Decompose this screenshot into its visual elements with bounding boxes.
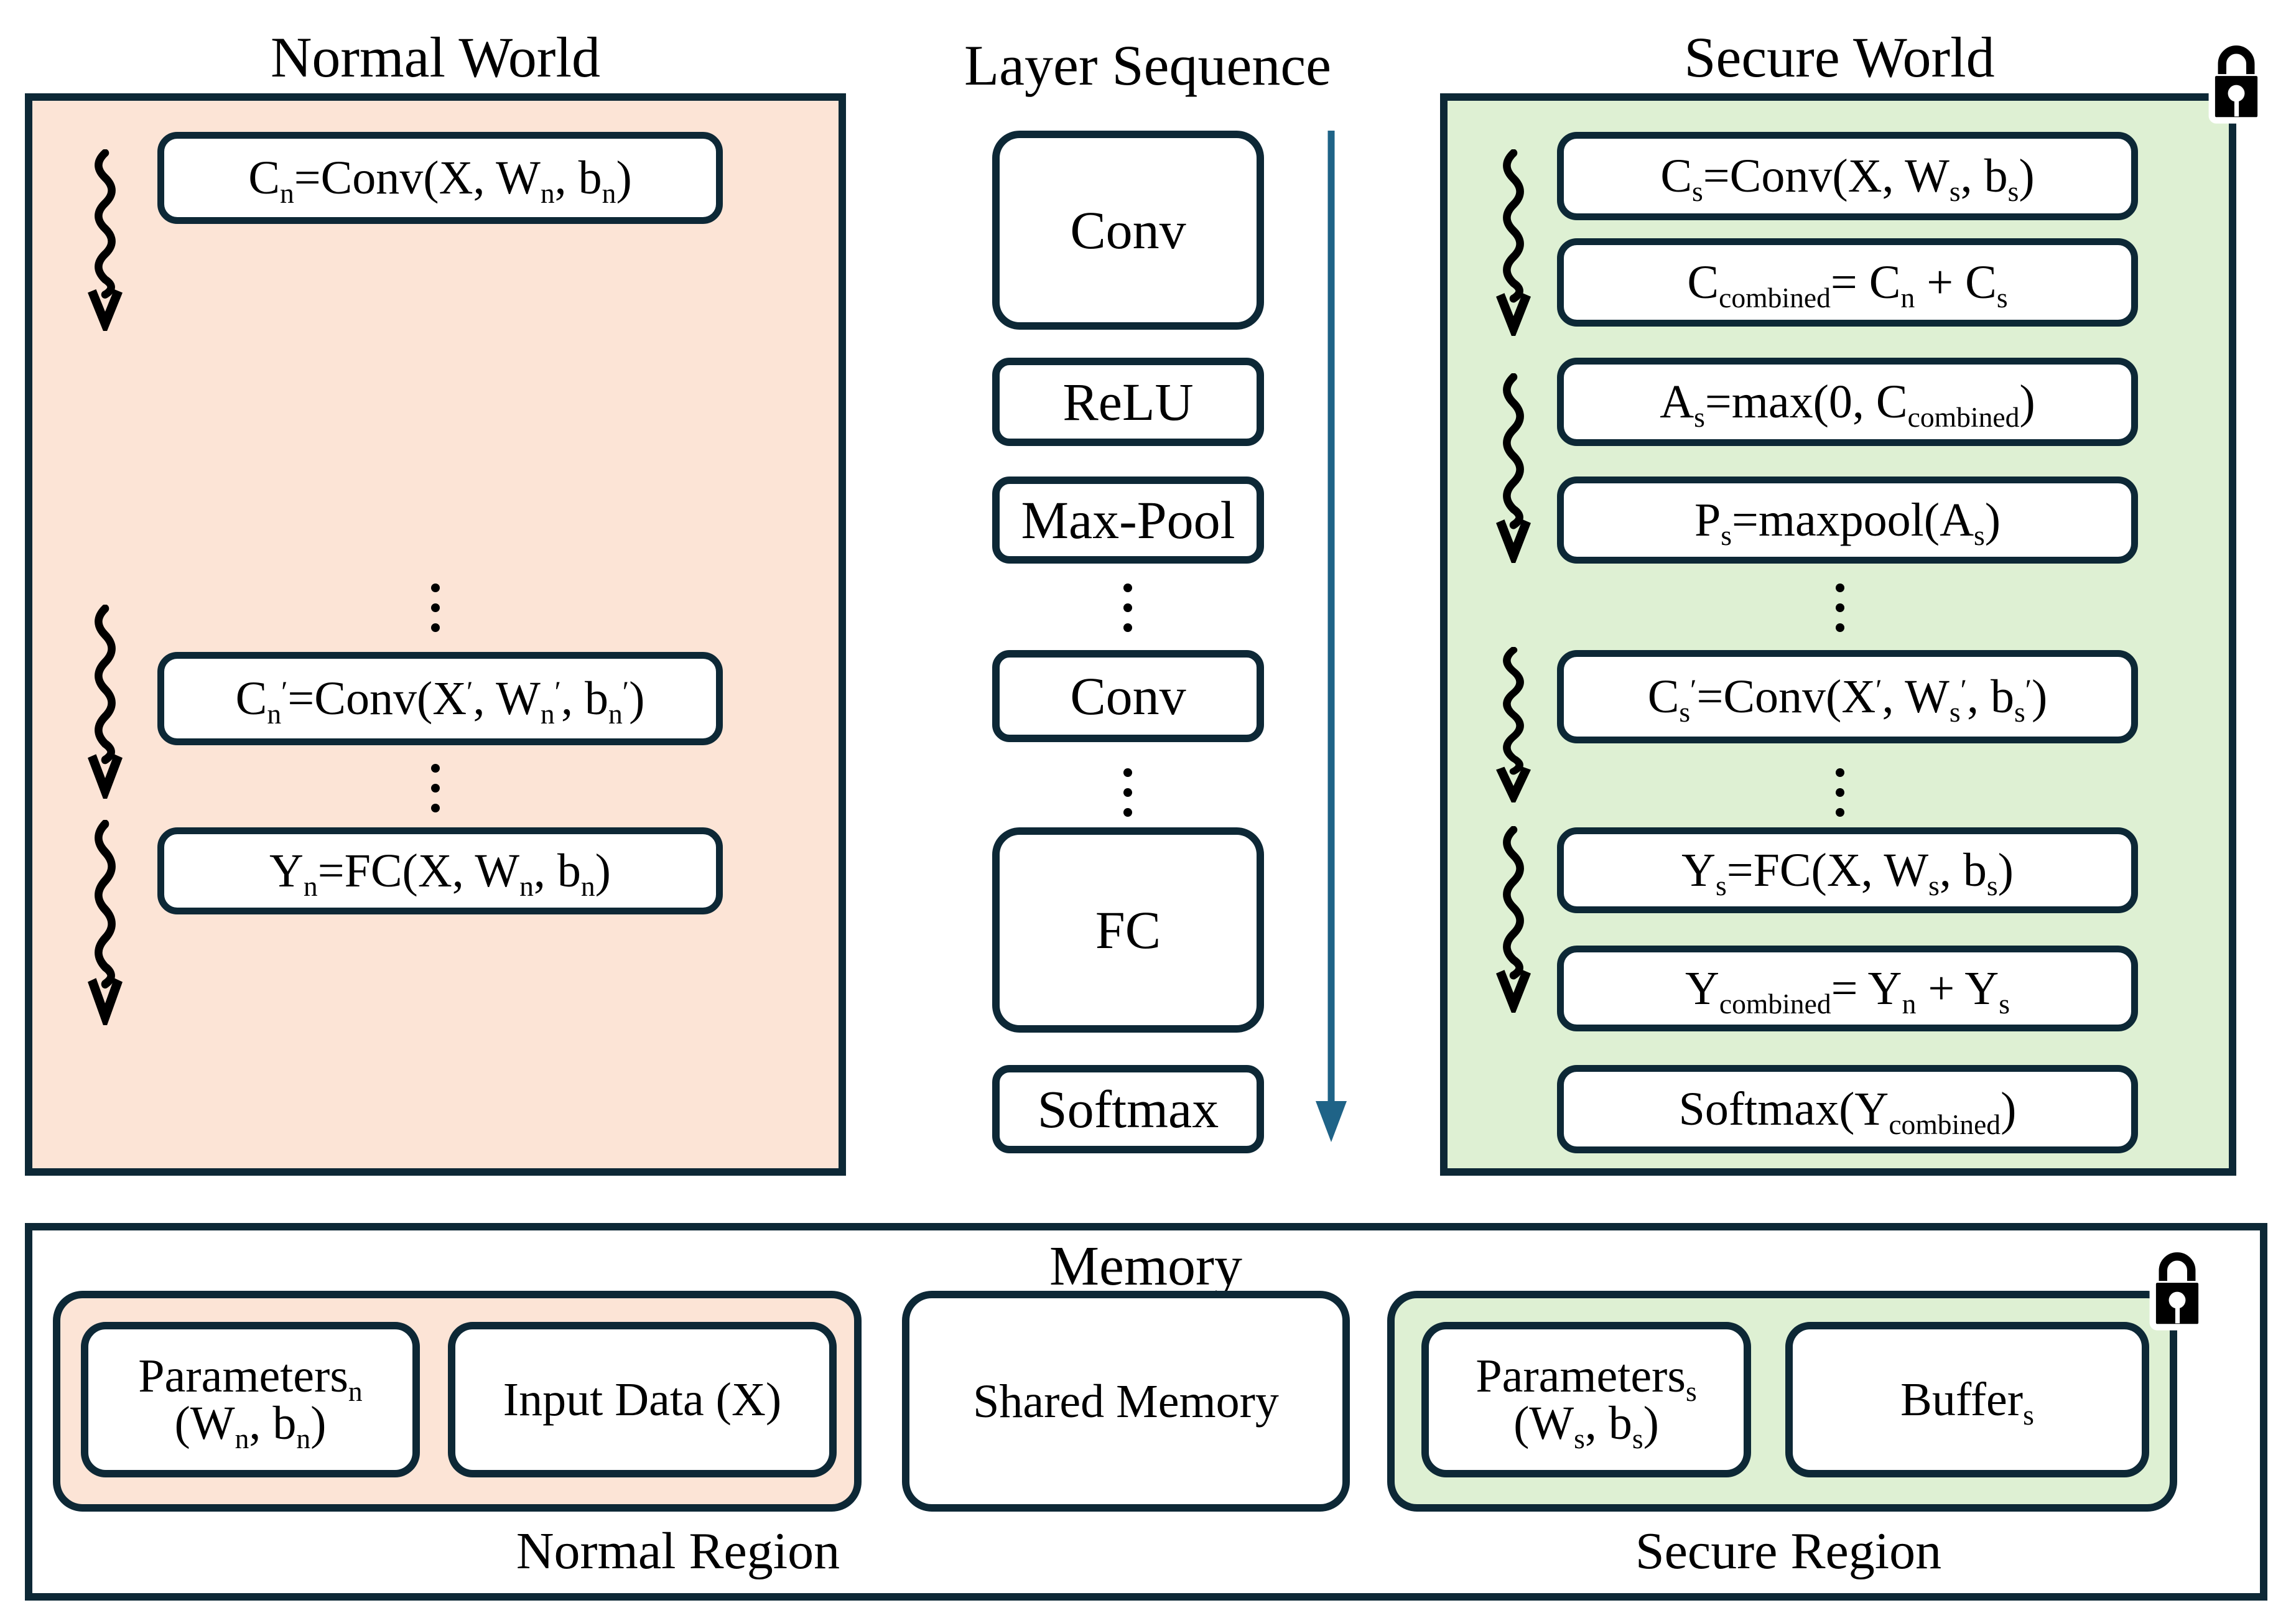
layer-softmax-label: Softmax	[1037, 1079, 1219, 1139]
secure-world-title: Secure World	[1684, 26, 1995, 89]
input-data-box: Input Data (X)	[448, 1322, 837, 1477]
secure-fc-box: Ys=FC(X, Ws, bs)	[1557, 827, 2138, 913]
secure-combine-conv-box: Ccombined= Cn + Cs	[1557, 238, 2138, 327]
secure-region-label: Secure Region	[1635, 1522, 1942, 1580]
secure-softmax-box: Softmax(Ycombined)	[1557, 1065, 2138, 1153]
parameters-n-line2: (Wn, bn)	[174, 1397, 327, 1454]
normal-world-title: Normal World	[270, 26, 601, 89]
padlock-icon	[2144, 1241, 2210, 1337]
input-data-label: Input Data (X)	[503, 1374, 782, 1426]
parameters-n-box: Parametersn (Wn, bn)	[81, 1322, 420, 1477]
secure-combine-conv-formula: Ccombined= Cn + Cs	[1687, 256, 2008, 314]
wavy-arrow-icon	[87, 820, 123, 1025]
normal-conv-formula: Cn=Conv(X, Wn, bn)	[248, 152, 632, 209]
shared-memory-label: Shared Memory	[973, 1375, 1279, 1428]
secure-maxpool-box: Ps=maxpool(As)	[1557, 477, 2138, 564]
secure-relu-box: As=max(0, Ccombined)	[1557, 358, 2138, 446]
layer-relu-label: ReLU	[1062, 372, 1194, 432]
layer-conv-box: Conv	[992, 131, 1264, 330]
parameters-s-line2: (Ws, bs)	[1513, 1397, 1659, 1454]
wavy-arrow-icon	[87, 605, 123, 799]
secure-conv-prime-box: Cs′=Conv(X′, Ws′, bs′)	[1557, 650, 2138, 743]
wavy-arrow-icon	[1495, 826, 1531, 1013]
wavy-arrow-icon	[1495, 149, 1531, 336]
wavy-arrow-icon	[1495, 647, 1531, 802]
layer-maxpool-box: Max-Pool	[992, 477, 1264, 564]
shared-memory-box: Shared Memory	[902, 1291, 1350, 1512]
layer-conv2-label: Conv	[1070, 666, 1186, 726]
parameters-s-line1: Parameterss	[1476, 1350, 1697, 1407]
secure-relu-formula: As=max(0, Ccombined)	[1660, 376, 2035, 433]
layer-fc-box: FC	[992, 827, 1264, 1033]
secure-maxpool-formula: Ps=maxpool(As)	[1694, 494, 2001, 551]
secure-conv-formula: Cs=Conv(X, Ws, bs)	[1660, 150, 2035, 207]
layer-relu-box: ReLU	[992, 358, 1264, 446]
down-arrow-icon	[1316, 131, 1347, 1142]
layer-softmax-box: Softmax	[992, 1065, 1264, 1153]
normal-conv-prime-formula: Cn′=Conv(X′, Wn′, bn′)	[235, 672, 645, 730]
wavy-arrow-icon	[87, 149, 123, 331]
secure-fc-formula: Ys=FC(X, Ws, bs)	[1681, 844, 2014, 901]
buffer-s-box: Buffers	[1785, 1322, 2149, 1477]
parameters-s-box: Parameterss (Ws, bs)	[1421, 1322, 1751, 1477]
secure-conv-prime-formula: Cs′=Conv(X′, Ws′, bs′)	[1647, 671, 2048, 728]
layer-sequence-title: Layer Sequence	[964, 34, 1331, 97]
padlock-icon	[2203, 34, 2269, 131]
normal-world-panel	[25, 93, 846, 1176]
parameters-n-line1: Parametersn	[138, 1350, 363, 1407]
normal-fc-box: Yn=FC(X, Wn, bn)	[157, 827, 723, 914]
buffer-s-label: Buffers	[1900, 1374, 2034, 1431]
vertical-ellipsis-icon	[1123, 768, 1132, 817]
secure-conv-box: Cs=Conv(X, Ws, bs)	[1557, 132, 2138, 220]
secure-softmax-formula: Softmax(Ycombined)	[1678, 1083, 2017, 1140]
vertical-ellipsis-icon	[1836, 584, 1844, 632]
secure-combine-output-formula: Ycombined= Yn + Ys	[1685, 962, 2010, 1020]
normal-fc-formula: Yn=FC(X, Wn, bn)	[269, 845, 611, 902]
secure-combine-output-box: Ycombined= Yn + Ys	[1557, 946, 2138, 1031]
vertical-ellipsis-icon	[431, 764, 440, 812]
vertical-ellipsis-icon	[1123, 584, 1132, 632]
normal-conv-prime-box: Cn′=Conv(X′, Wn′, bn′)	[157, 652, 723, 745]
layer-maxpool-label: Max-Pool	[1021, 490, 1235, 550]
layer-conv2-box: Conv	[992, 650, 1264, 742]
vertical-ellipsis-icon	[1836, 768, 1844, 817]
memory-title: Memory	[1049, 1235, 1242, 1297]
vertical-ellipsis-icon	[431, 584, 440, 632]
normal-conv-box: Cn=Conv(X, Wn, bn)	[157, 132, 723, 224]
wavy-arrow-icon	[1495, 373, 1531, 563]
layer-conv-label: Conv	[1070, 200, 1186, 260]
normal-region-label: Normal Region	[516, 1522, 840, 1580]
layer-fc-label: FC	[1095, 900, 1161, 960]
